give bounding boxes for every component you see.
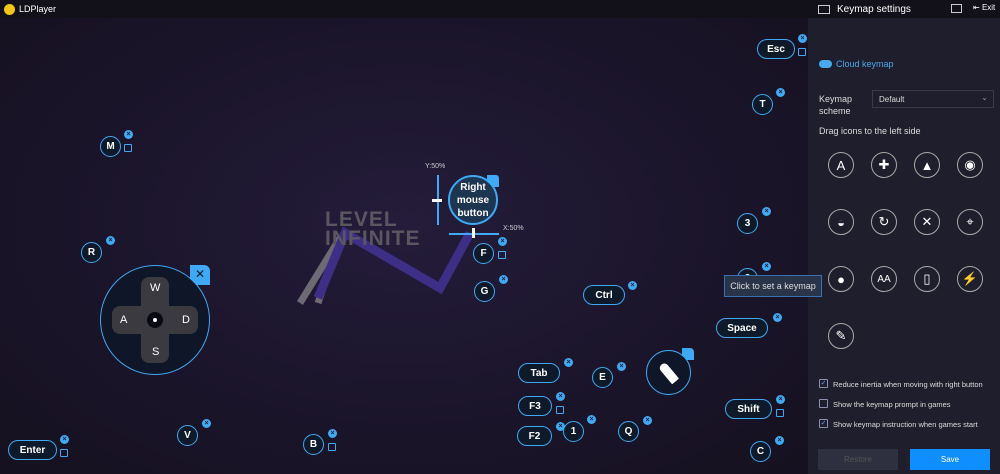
dpad-right: D [182, 314, 190, 326]
key-f2[interactable]: F2 [517, 426, 552, 446]
close-icon[interactable]: ✕ [190, 265, 210, 285]
key-1[interactable]: 1 [563, 421, 584, 442]
wasd-joystick[interactable]: ✕ W A D S [100, 265, 210, 375]
key-space[interactable]: Space [716, 318, 768, 338]
close-icon[interactable]: × [124, 130, 133, 139]
tap-icon[interactable]: A [828, 152, 854, 178]
edit-icon[interactable] [776, 409, 784, 417]
key-e[interactable]: E [592, 367, 613, 388]
app-title: LDPlayer [19, 4, 57, 14]
close-icon[interactable]: × [499, 275, 508, 284]
x-label: X:50% [503, 225, 524, 232]
cloud-icon [819, 60, 832, 68]
fire-icon[interactable]: ▲ [914, 152, 940, 178]
option-label: Show the keymap prompt in games [833, 400, 951, 409]
close-icon[interactable]: × [556, 392, 565, 401]
close-icon[interactable]: × [628, 281, 637, 290]
save-button[interactable]: Save [910, 449, 990, 470]
close-icon[interactable]: × [776, 88, 785, 97]
key-g[interactable]: G [474, 281, 495, 302]
melee-icon[interactable]: ✕ [914, 209, 940, 235]
skill-icon[interactable]: ⚡ [957, 266, 983, 292]
dpad-down: S [152, 346, 160, 358]
close-icon[interactable]: × [202, 419, 211, 428]
y-label: Y:50% [425, 163, 446, 170]
close-icon[interactable]: × [762, 262, 771, 271]
folder-icon[interactable] [951, 4, 962, 13]
keymap-settings-panel: Keymap settings ⇤ Exit Cloud keymap Keym… [808, 0, 1000, 474]
edit-icon[interactable] [798, 48, 806, 56]
dpad-up: W [150, 282, 161, 294]
key-c[interactable]: C [750, 441, 771, 462]
close-icon[interactable]: × [775, 436, 784, 445]
option-label: Show keymap instruction when games start [833, 420, 978, 429]
rotate-camera-icon[interactable]: ◒ [828, 209, 854, 235]
option-checkbox[interactable] [819, 399, 828, 408]
title-bar: LDPlayer [0, 0, 808, 18]
close-icon[interactable]: × [556, 422, 565, 431]
close-icon[interactable]: × [617, 362, 626, 371]
cloud-keymap-link[interactable]: Cloud keymap [819, 59, 894, 69]
key-esc[interactable]: Esc [757, 39, 795, 59]
view-icon[interactable]: ◉ [957, 152, 983, 178]
right-mouse-button-key[interactable]: Right mouse button [448, 175, 498, 225]
smart-tap-icon[interactable]: ● [828, 266, 854, 292]
close-icon[interactable]: × [106, 236, 115, 245]
key-ctrl[interactable]: Ctrl [583, 285, 625, 305]
multi-key-icon[interactable]: AA [871, 266, 897, 292]
edit-icon[interactable] [60, 449, 68, 457]
option-label: Reduce inertia when moving with right bu… [833, 380, 983, 389]
close-icon[interactable]: × [773, 313, 782, 322]
close-icon[interactable]: × [798, 34, 807, 43]
key-q[interactable]: Q [618, 421, 639, 442]
close-icon[interactable]: × [498, 237, 507, 246]
option-checkbox[interactable]: ✓ [819, 379, 828, 388]
key-enter[interactable]: Enter [8, 440, 57, 460]
key-f[interactable]: F [473, 243, 494, 264]
crosshair-icon[interactable]: ⌖ [957, 209, 983, 235]
key-tab[interactable]: Tab [518, 363, 560, 383]
gravity-icon[interactable]: ▯ [914, 266, 940, 292]
close-icon[interactable]: × [776, 395, 785, 404]
key-m[interactable]: M [100, 136, 121, 157]
edit-icon[interactable] [328, 443, 336, 451]
close-icon[interactable]: × [60, 435, 69, 444]
tooltip: Click to set a keymap [724, 275, 822, 297]
key-t[interactable]: T [752, 94, 773, 115]
edit-icon[interactable] [556, 406, 564, 414]
close-icon[interactable]: × [587, 415, 596, 424]
key-shift[interactable]: Shift [725, 399, 772, 419]
fire-button[interactable] [646, 348, 694, 396]
exit-button[interactable]: ⇤ Exit [973, 3, 996, 12]
edit-icon[interactable] [498, 251, 506, 259]
key-v[interactable]: V [177, 425, 198, 446]
dpad-icon[interactable]: ✚ [871, 152, 897, 178]
scheme-select[interactable]: Default⌄ [872, 90, 994, 108]
edit-icon[interactable] [124, 144, 132, 152]
drag-hint: Drag icons to the left side [819, 126, 921, 136]
dpad-left: A [120, 314, 128, 326]
close-icon[interactable]: × [643, 416, 652, 425]
keyboard-icon [818, 4, 830, 14]
key-3[interactable]: 3 [737, 213, 758, 234]
option-checkbox[interactable]: ✓ [819, 419, 828, 428]
rotate-icon[interactable]: ↻ [871, 209, 897, 235]
scheme-label: Keymap scheme [819, 94, 853, 116]
chevron-down-icon: ⌄ [981, 93, 988, 102]
panel-title: Keymap settings [837, 3, 911, 15]
close-icon[interactable]: × [328, 429, 337, 438]
macro-icon[interactable]: ✎ [828, 323, 854, 349]
close-icon[interactable]: × [762, 207, 771, 216]
ldplayer-logo-icon [4, 3, 15, 15]
restore-button[interactable]: Restore [818, 449, 898, 470]
key-r[interactable]: R [81, 242, 102, 263]
level-infinite-logo [297, 226, 474, 305]
bullet-icon [657, 361, 680, 384]
key-b[interactable]: B [303, 434, 324, 455]
close-icon[interactable]: × [564, 358, 573, 367]
key-f3[interactable]: F3 [518, 396, 552, 416]
